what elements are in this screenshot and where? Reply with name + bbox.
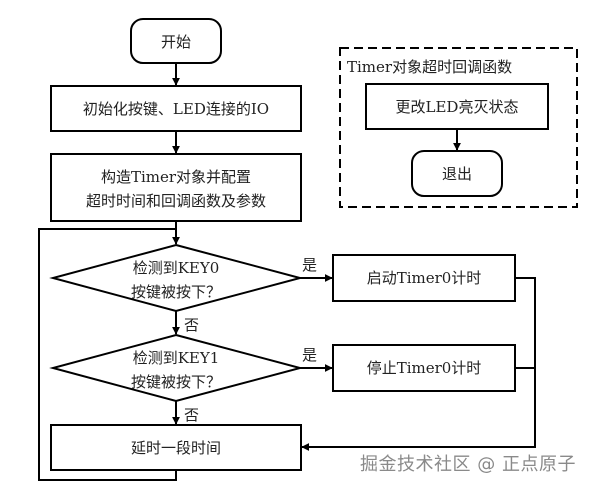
start-node-label: 开始 bbox=[161, 33, 191, 51]
edge-key1-no-label: 否 bbox=[184, 406, 199, 424]
toggle-led-node-label: 更改LED亮灭状态 bbox=[396, 98, 519, 116]
stop-timer-node-shape bbox=[332, 344, 516, 392]
edge-delay-loop-back bbox=[38, 228, 177, 481]
stop-timer-node: 停止Timer0计时 bbox=[332, 344, 516, 392]
check-key1-node-label-line2: 按键被按下？ bbox=[131, 373, 221, 391]
toggle-led-node: 更改LED亮灭状态 bbox=[365, 83, 549, 130]
delay-node-shape bbox=[50, 424, 302, 471]
check-key0-node-label-line1: 检测到KEY0 bbox=[133, 259, 220, 277]
callback-group: Timer对象超时回调函数 更改LED亮灭状态 退出 bbox=[339, 47, 578, 208]
edge-key1-yes-label: 是 bbox=[302, 346, 317, 364]
start-timer-node-label: 启动Timer0计时 bbox=[367, 269, 482, 287]
callback-group-border bbox=[339, 47, 578, 208]
callback-group-title: Timer对象超时回调函数 bbox=[347, 58, 512, 76]
check-key1-node: 检测到KEY1 按键被按下？ bbox=[49, 333, 304, 403]
exit-node: 退出 bbox=[411, 150, 503, 197]
init-io-node-label: 初始化按键、LED连接的IO bbox=[83, 100, 269, 118]
delay-node-label: 延时一段时间 bbox=[131, 439, 221, 457]
construct-timer-node-label-line2: 超时时间和回调函数及参数 bbox=[86, 192, 266, 210]
check-key0-node-shape bbox=[49, 243, 304, 313]
toggle-led-node-shape bbox=[365, 83, 549, 130]
init-io-node-shape bbox=[50, 85, 302, 132]
start-timer-node-shape bbox=[332, 254, 516, 302]
edge-key0-no-label: 否 bbox=[184, 316, 199, 334]
start-node: 开始 bbox=[130, 18, 222, 64]
construct-timer-node-shape bbox=[50, 153, 302, 222]
init-io-node: 初始化按键、LED连接的IO bbox=[50, 85, 302, 132]
edge-stop-timer-to-delay bbox=[301, 367, 536, 451]
edge-start-timer-to-merge bbox=[515, 277, 536, 368]
check-key1-node-shape bbox=[49, 333, 304, 403]
check-key0-node: 检测到KEY0 按键被按下？ bbox=[49, 243, 304, 313]
construct-timer-node-label-line1: 构造Timer对象并配置 bbox=[101, 168, 251, 186]
stop-timer-node-label: 停止Timer0计时 bbox=[367, 359, 482, 377]
construct-timer-node: 构造Timer对象并配置 超时时间和回调函数及参数 bbox=[50, 153, 302, 222]
exit-node-label: 退出 bbox=[442, 165, 472, 183]
start-timer-node: 启动Timer0计时 bbox=[332, 254, 516, 302]
delay-node: 延时一段时间 bbox=[50, 424, 302, 471]
check-key0-node-label-line2: 按键被按下？ bbox=[131, 283, 221, 301]
watermark: 掘金技术社区 @ 正点原子 bbox=[360, 454, 576, 475]
check-key1-node-label-line1: 检测到KEY1 bbox=[133, 349, 220, 367]
exit-node-shape bbox=[411, 150, 503, 197]
edge-key0-yes-label: 是 bbox=[302, 256, 317, 274]
